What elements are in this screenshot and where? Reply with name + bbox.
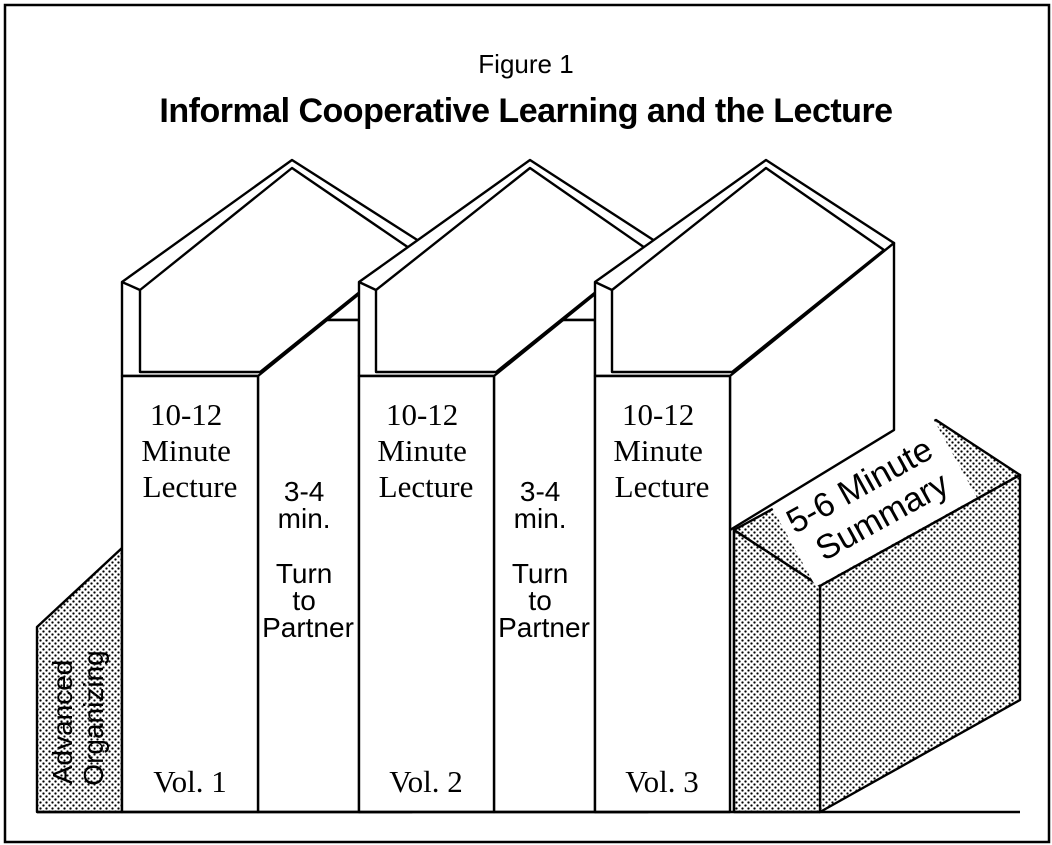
- svg-text:10-12 Minute Lectu: 10-12 Minute Lecture: [613, 397, 710, 504]
- svg-text:10-12 Minute Lectu: 10-12 Minute Lecture: [141, 397, 238, 504]
- partner-spine-2: [492, 318, 597, 814]
- lecture-book-3: 10-12 Minute Lecture Vol. 3: [593, 158, 896, 814]
- lecture-spine-3: [593, 374, 732, 814]
- lecture-spine-1: [120, 374, 260, 814]
- svg-text:3-4 min. Turn: 3-4 min. Turn to Partner: [262, 476, 354, 643]
- lecture-book-2: 10-12 Minute Lecture Vol. 2: [357, 158, 660, 814]
- volume-label-3: Vol. 3: [625, 764, 699, 799]
- advanced-organizing-label: Advanced Organizing: [47, 650, 109, 785]
- figure-frame: [3, 3, 1051, 844]
- figure-label: Figure 1: [478, 49, 573, 79]
- advanced-organizing-block: Advanced Organizing: [35, 546, 124, 814]
- svg-text:3-4 min. Turn: 3-4 min. Turn to Partner: [498, 476, 590, 643]
- lecture-spine-2: [357, 374, 496, 814]
- lecture-book-1: 10-12 Minute Lecture Vol. 1: [120, 158, 424, 814]
- volume-label-2: Vol. 2: [389, 764, 463, 799]
- svg-text:10-12 Minute Lectu: 10-12 Minute Lecture: [377, 397, 474, 504]
- figure-title: Informal Cooperative Learning and the Le…: [159, 92, 892, 130]
- volume-label-1: Vol. 1: [153, 764, 227, 799]
